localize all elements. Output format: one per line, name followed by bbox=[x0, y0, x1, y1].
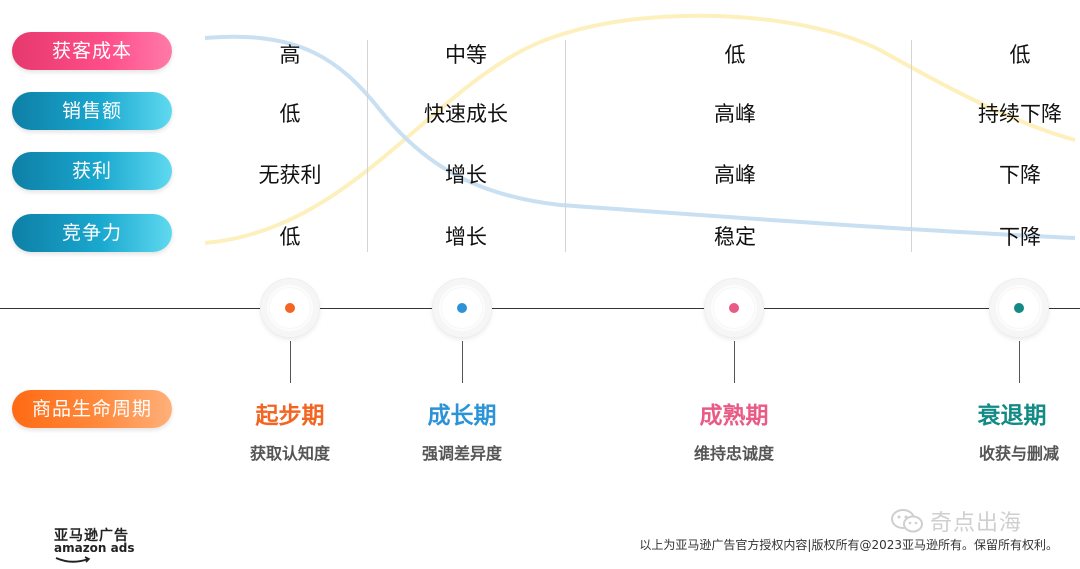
node-stem bbox=[734, 341, 735, 383]
row-label-acquisition-cost: 获客成本 bbox=[12, 32, 172, 70]
column-divider bbox=[911, 40, 912, 252]
node-dot bbox=[1014, 303, 1024, 313]
amazon-smile-icon bbox=[55, 556, 91, 563]
node-stem bbox=[462, 341, 463, 383]
cell-value: 低 bbox=[724, 43, 746, 67]
cell-value: 低 bbox=[279, 225, 301, 249]
phase-subtitle: 收获与删减 bbox=[978, 444, 1059, 463]
amazon-ads-logo-en: amazon ads bbox=[54, 541, 135, 555]
cell-value: 持续下降 bbox=[978, 102, 1062, 126]
row-label-competition: 竞争力 bbox=[12, 214, 172, 252]
column-divider bbox=[367, 40, 368, 252]
phase-title-maturity: 成熟期 bbox=[699, 402, 769, 429]
copyright-notice: 以上为亚马逊广告官方授权内容|版权所有@2023亚马逊所有。保留所有权利。 bbox=[639, 538, 1058, 552]
phase-title-growth: 成长期 bbox=[427, 402, 497, 429]
cell-value: 高 bbox=[279, 43, 301, 67]
cell-value: 高峰 bbox=[714, 102, 756, 126]
node-dot bbox=[457, 303, 467, 313]
node-stem bbox=[290, 341, 291, 383]
phase-title-start: 起步期 bbox=[255, 402, 325, 429]
cell-value: 中等 bbox=[445, 43, 487, 67]
cell-value: 下降 bbox=[999, 163, 1041, 187]
cell-value: 无获利 bbox=[258, 163, 322, 187]
timeline-node-start bbox=[261, 279, 319, 337]
curve-sales bbox=[204, 13, 1076, 245]
watermark: 奇点出海 bbox=[890, 505, 1022, 537]
watermark-text: 奇点出海 bbox=[930, 511, 1023, 536]
node-dot bbox=[729, 303, 739, 313]
cell-value: 下降 bbox=[999, 225, 1041, 249]
timeline-node-growth bbox=[433, 279, 491, 337]
curve-cost bbox=[204, 34, 1076, 240]
row-label-sales: 销售额 bbox=[12, 92, 172, 130]
timeline-node-decline bbox=[990, 279, 1048, 337]
cell-value: 快速成长 bbox=[424, 102, 508, 126]
node-dot bbox=[285, 303, 295, 313]
wechat-icon bbox=[891, 509, 923, 533]
phase-subtitle: 维持忠诚度 bbox=[693, 444, 774, 463]
phase-title-decline: 衰退期 bbox=[977, 402, 1047, 429]
lifecycle-label: 商品生命周期 bbox=[12, 390, 172, 428]
column-divider bbox=[565, 40, 566, 252]
timeline-axis bbox=[0, 308, 1080, 309]
row-label-profit: 获利 bbox=[12, 152, 172, 190]
cell-value: 低 bbox=[1009, 43, 1031, 67]
phase-subtitle: 强调差异度 bbox=[421, 444, 502, 463]
timeline-node-maturity bbox=[705, 279, 763, 337]
amazon-ads-logo-cn: 亚马逊广告 bbox=[54, 528, 129, 544]
cell-value: 稳定 bbox=[714, 225, 756, 249]
cell-value: 增长 bbox=[445, 163, 487, 187]
cell-value: 低 bbox=[279, 102, 301, 126]
cell-value: 高峰 bbox=[714, 163, 756, 187]
node-stem bbox=[1019, 341, 1020, 383]
cell-value: 增长 bbox=[445, 225, 487, 249]
phase-subtitle: 获取认知度 bbox=[249, 444, 330, 463]
